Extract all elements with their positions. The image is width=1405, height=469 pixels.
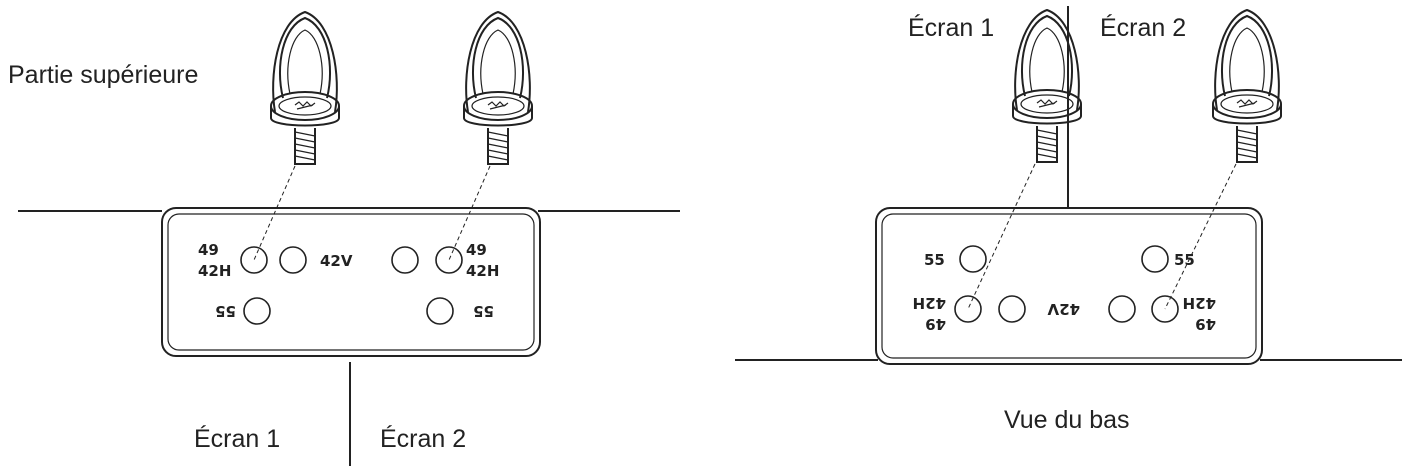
bottom-label-49-left: 49	[925, 315, 946, 333]
bottom-hole-left-2	[998, 295, 1026, 323]
bottom-label-42h-left: 42H	[913, 294, 946, 312]
thumbscrew-icon	[1012, 9, 1082, 163]
top-hole-55-right	[426, 297, 454, 325]
top-plate-inner	[167, 213, 535, 351]
top-label-55-left: 55	[215, 302, 236, 320]
top-label-49-right: 49	[466, 241, 487, 259]
bottom-label-55-right: 55	[1174, 251, 1195, 269]
bottom-view: Écran 1 Écran 2 55 55 42H 49 42V 42H	[735, 6, 1402, 434]
bottom-screen2-label: Écran 2	[1100, 13, 1186, 42]
bottom-hole-49-42h-left	[954, 295, 982, 323]
thumbscrew-icon	[463, 11, 533, 165]
bottom-screen1-label: Écran 1	[908, 13, 994, 42]
top-label-42h-left: 42H	[198, 262, 231, 280]
top-hole-49-42h-right	[435, 246, 463, 274]
bottom-guide-left	[967, 163, 1036, 310]
top-guide-left	[253, 165, 296, 261]
bottom-label-42v: 42V	[1047, 300, 1080, 318]
top-plate	[161, 207, 541, 357]
bottom-label-42h-right: 42H	[1183, 294, 1216, 312]
top-hole-right-2	[391, 246, 419, 274]
bottom-hole-55-right	[1141, 245, 1169, 273]
bottom-label-49-right: 49	[1195, 315, 1216, 333]
thumbscrew-icon	[270, 11, 340, 165]
top-label-42v: 42V	[320, 252, 353, 270]
top-view-title: Partie supérieure	[8, 61, 198, 89]
top-screen1-label: Écran 1	[194, 424, 280, 453]
top-label-49-left: 49	[198, 241, 219, 259]
top-view: Partie supérieure Écran 1 Écran 2 49 42H…	[8, 11, 680, 466]
top-label-42h-right: 42H	[466, 262, 499, 280]
top-hole-49-42h-left	[240, 246, 268, 274]
top-screen2-label: Écran 2	[380, 424, 466, 453]
bottom-guide-right	[1164, 163, 1237, 310]
thumbscrew-icon	[1212, 9, 1282, 163]
bottom-hole-right-2	[1108, 295, 1136, 323]
top-guide-right	[448, 165, 491, 261]
top-hole-left-2	[279, 246, 307, 274]
bottom-plate	[875, 207, 1263, 365]
bottom-plate-inner	[881, 213, 1257, 359]
top-hole-55-left	[243, 297, 271, 325]
bottom-label-55-left: 55	[924, 251, 945, 269]
bottom-hole-55-left	[959, 245, 987, 273]
bottom-view-title: Vue du bas	[1004, 406, 1130, 434]
top-label-55-right: 55	[473, 302, 494, 320]
